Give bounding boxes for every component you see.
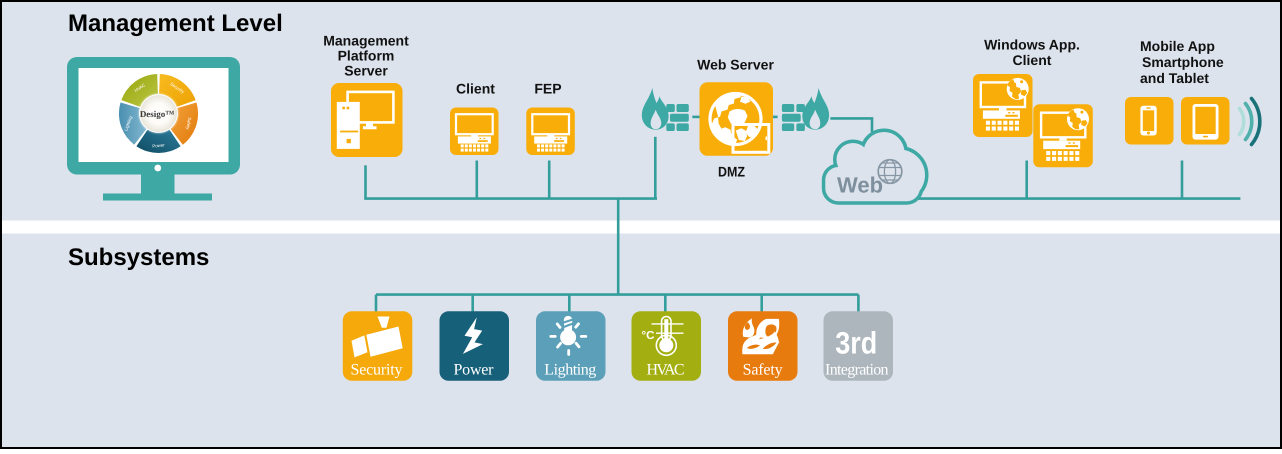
svg-text:HVAC: HVAC [647, 362, 685, 379]
svg-text:Integration: Integration [825, 362, 889, 379]
svg-text:Windows App.: Windows App. [984, 36, 1080, 52]
svg-text:Server: Server [344, 62, 388, 78]
svg-text:Web Server: Web Server [697, 57, 774, 73]
svg-text:DMZ: DMZ [718, 163, 745, 179]
svg-text:HVAC: HVAC [133, 82, 146, 93]
svg-text:Subsystems: Subsystems [68, 244, 209, 271]
svg-text:Safety: Safety [743, 362, 783, 379]
svg-text:Management: Management [323, 32, 409, 48]
svg-text:Web: Web [837, 173, 883, 198]
svg-text:Client: Client [456, 80, 495, 96]
svg-text:FEP: FEP [534, 80, 561, 96]
svg-text:Management Level: Management Level [68, 10, 283, 37]
svg-text:Safety: Safety [185, 117, 192, 131]
svg-text:Platform: Platform [338, 47, 395, 63]
svg-text:Smartphone: Smartphone [1142, 54, 1224, 70]
svg-text:Power: Power [454, 362, 495, 379]
svg-text:Mobile App: Mobile App [1140, 38, 1215, 54]
svg-text:Power: Power [152, 142, 165, 148]
svg-text:Lighting: Lighting [123, 115, 133, 132]
svg-text:Security: Security [351, 362, 403, 379]
svg-text:3rd: 3rd [835, 325, 877, 360]
svg-text:DesigoTM: DesigoTM [140, 109, 175, 119]
svg-text:Lighting: Lighting [544, 362, 596, 379]
svg-text:Client: Client [1013, 52, 1052, 68]
svg-text:°C: °C [642, 330, 655, 342]
svg-text:and Tablet: and Tablet [1140, 70, 1209, 86]
